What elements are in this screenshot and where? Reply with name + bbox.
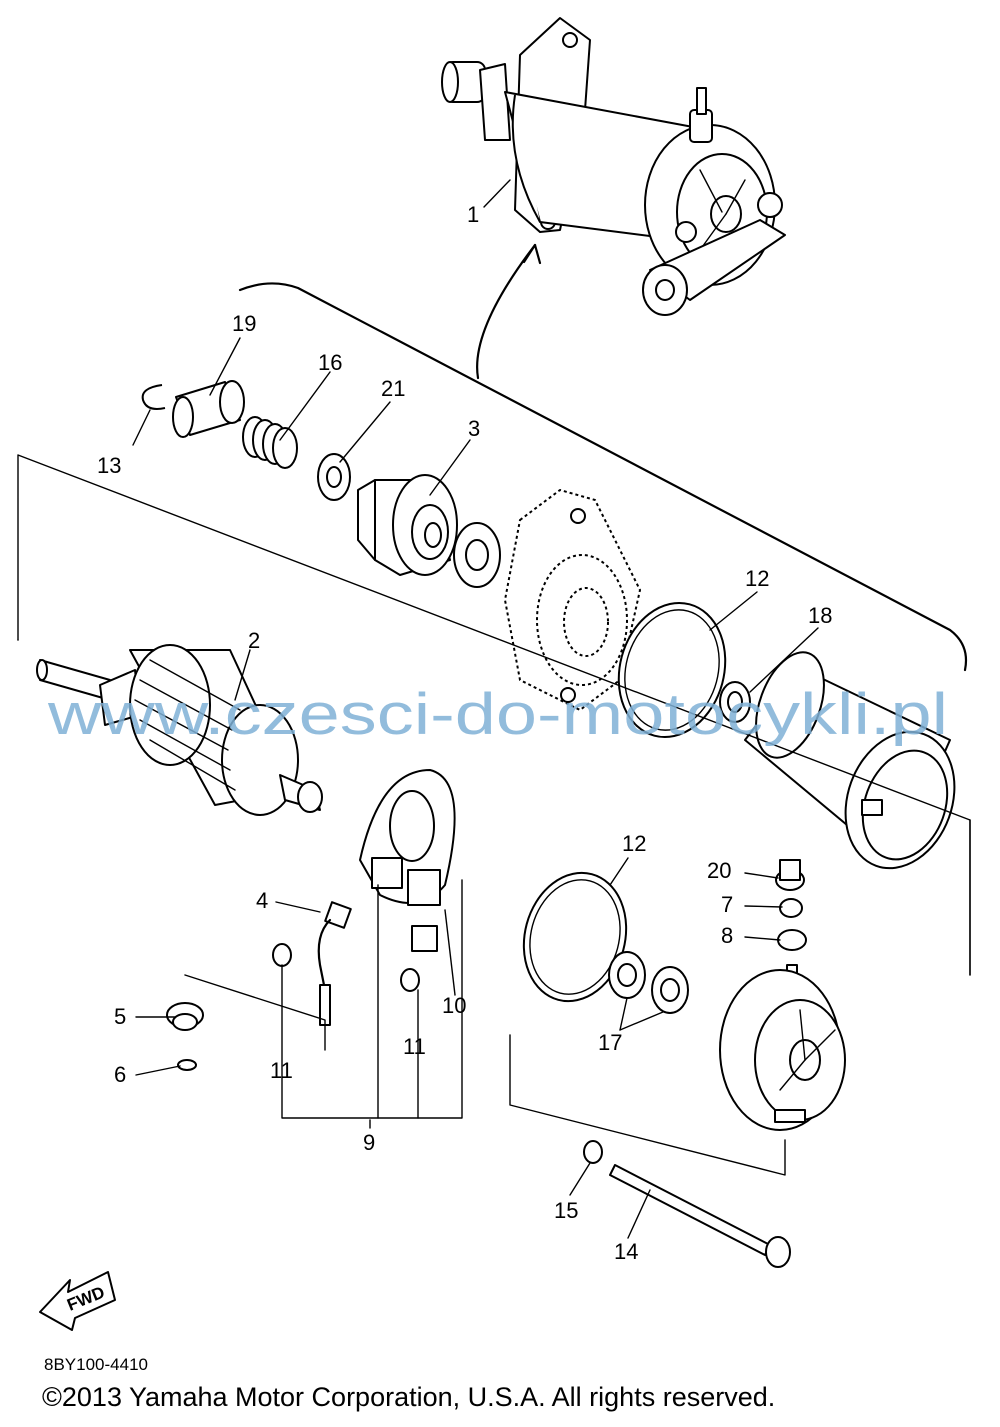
fwd-arrow-icon: FWD: [39, 1271, 116, 1331]
o-ring-upper: [617, 601, 727, 739]
starter-clutch: [357, 474, 458, 576]
group-bracket: [238, 282, 968, 672]
insulator: [166, 1002, 204, 1031]
washer-21: [317, 453, 351, 501]
callout-6: 6: [114, 1062, 126, 1087]
washer-15: [583, 1140, 603, 1164]
nut-20: [775, 859, 805, 891]
front-cover: [504, 489, 641, 711]
small-washer: [177, 1059, 197, 1071]
starter-motor-assembly: [441, 17, 786, 316]
callout-2: 2: [248, 628, 260, 653]
bushing: [172, 380, 245, 438]
bushing-8: [777, 929, 807, 951]
callout-14: 14: [614, 1239, 638, 1264]
callout-16: 16: [318, 350, 342, 375]
yoke-housing: [744, 651, 956, 870]
callout-3: 3: [468, 416, 480, 441]
callout-21: 21: [381, 376, 405, 401]
spring: [242, 416, 298, 469]
callout-11-left: 11: [270, 1058, 293, 1083]
callout-9: 9: [363, 1130, 375, 1155]
brush-plate: [359, 769, 456, 952]
watermark: www.czesci-do-motocykli.pl: [47, 682, 948, 747]
circlip: [141, 384, 166, 410]
washer: [453, 522, 501, 588]
through-bolt: [609, 1164, 791, 1268]
callout-5: 5: [114, 1004, 126, 1029]
group-box-lower: [509, 1034, 786, 1176]
callout-15: 15: [554, 1198, 578, 1223]
rear-end-cover: [719, 964, 846, 1131]
armature: [36, 644, 323, 816]
callout-18: 18: [808, 603, 832, 628]
copyright: ©2013 Yamaha Motor Corporation, U.S.A. A…: [42, 1382, 775, 1412]
washer-7: [779, 898, 803, 918]
callout-19: 19: [232, 311, 256, 336]
diagram-code: 8BY100-4410: [44, 1355, 148, 1374]
callout-4: 4: [256, 888, 268, 913]
o-ring-lower: [522, 871, 628, 1003]
callout-labels: 1 2 3 4 5 6 7 8 9 10 11 11 12 12 13 14 1…: [97, 202, 832, 1264]
callout-20: 20: [707, 858, 731, 883]
nut-11-left: [272, 943, 292, 967]
callout-13: 13: [97, 453, 121, 478]
callout-11-right: 11: [403, 1034, 426, 1059]
callout-10: 10: [442, 993, 466, 1018]
leader-lines: [132, 179, 819, 1239]
washer-18: [719, 681, 751, 723]
brush-lead: [317, 901, 352, 1026]
callout-7: 7: [721, 892, 733, 917]
callout-1: 1: [467, 202, 479, 227]
callout-8: 8: [721, 923, 733, 948]
callout-12-lower: 12: [622, 831, 646, 856]
callout-12-upper: 12: [745, 566, 769, 591]
callout-17: 17: [598, 1030, 622, 1055]
nut-11-right: [400, 968, 420, 992]
pointer-to-assembly: [476, 243, 537, 380]
